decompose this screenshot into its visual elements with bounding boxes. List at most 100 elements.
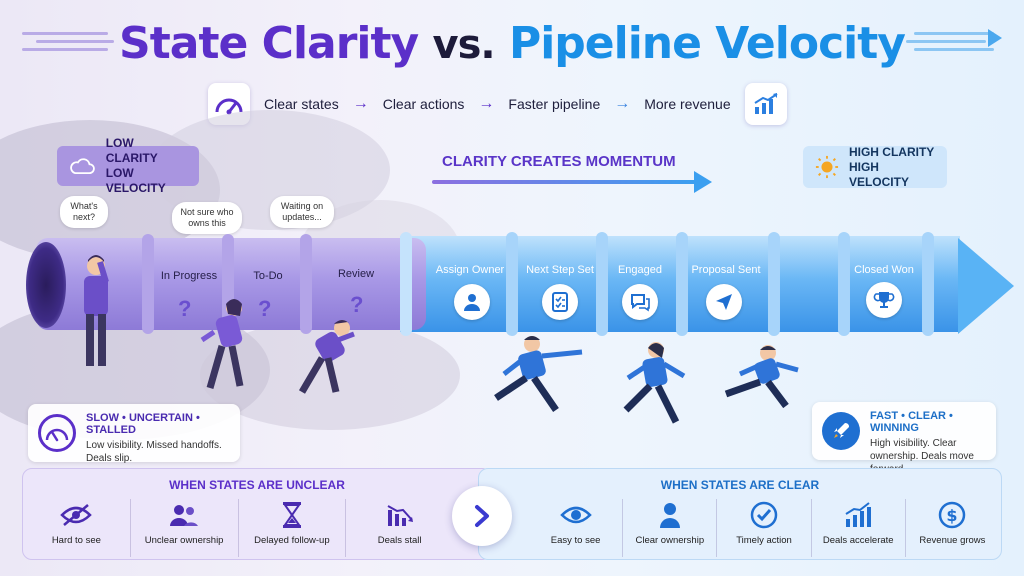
- chat-icon: [622, 284, 658, 320]
- pushing-man-illustration: [298, 320, 355, 394]
- title-part-vs: vs.: [432, 22, 496, 68]
- speed-line: [914, 32, 994, 35]
- question-mark-icon: ?: [350, 292, 364, 317]
- sun-icon: [815, 155, 839, 179]
- high-badge-line2: HIGH VELOCITY: [848, 159, 909, 189]
- pipe-stage-next-step-set: Next Step Set: [526, 264, 594, 276]
- person-icon: [658, 499, 682, 531]
- arrow-right-icon: →: [352, 95, 369, 112]
- arrow-right-icon: →: [478, 95, 495, 112]
- clear-panel-items: Easy to see Clear ownership Timely actio…: [529, 499, 999, 557]
- clear-item-label: Revenue grows: [919, 535, 986, 546]
- clear-item-easy-to-see: Easy to see: [529, 499, 624, 557]
- pipe-ring: [768, 232, 780, 336]
- speech-bubble-waiting: Waiting on updates...: [270, 196, 334, 228]
- fast-status-heading: FAST • CLEAR • WINNING: [870, 410, 953, 434]
- unclear-item-label: Delayed follow-up: [254, 535, 330, 546]
- clear-item-label: Clear ownership: [635, 535, 705, 546]
- worried-woman-illustration: [200, 299, 244, 389]
- eye-slash-icon: [60, 499, 93, 531]
- pipe-stage-review: Review: [337, 268, 375, 280]
- trophy-icon: [866, 282, 902, 318]
- question-mark-icon: ?: [258, 296, 272, 321]
- clear-panel-title: WHEN STATES ARE CLEAR: [660, 478, 820, 492]
- low-badge-line2: LOW VELOCITY: [105, 166, 166, 195]
- chevron-right-icon: [452, 486, 512, 546]
- unclear-item-label: Unclear ownership: [144, 535, 224, 546]
- question-mark-icon: ?: [178, 296, 192, 321]
- pipe-stage-in-progress: In Progress: [160, 270, 218, 282]
- slow-status-text: Low visibility. Missed handoffs. Deals s…: [86, 440, 222, 464]
- unclear-states-panel: WHEN STATES ARE UNCLEAR Hard to see Uncl…: [22, 468, 492, 560]
- pipe-ring: [676, 232, 688, 336]
- speed-line: [22, 48, 108, 51]
- speed-line: [914, 48, 994, 51]
- pipe-ring: [922, 232, 934, 336]
- clear-item-ownership: Clear ownership: [623, 499, 718, 557]
- unclear-item-label: Hard to see: [51, 535, 101, 546]
- dollar-icon: $: [937, 499, 967, 531]
- speech-bubble-not-sure: Not sure who owns this: [172, 202, 242, 234]
- arrow-right-icon: →: [614, 95, 631, 112]
- unclear-item-hard-to-see: Hard to see: [23, 499, 131, 557]
- high-clarity-badge: HIGH CLARITY HIGH VELOCITY: [803, 144, 947, 189]
- declining-chart-icon: [385, 499, 415, 531]
- unclear-item-delayed: Delayed follow-up: [239, 499, 347, 557]
- rocket-icon: [822, 412, 860, 450]
- high-badge-line1: HIGH CLARITY: [848, 144, 935, 159]
- page-title: State Clarity vs. Pipeline Velocity: [0, 18, 1024, 69]
- pipe-opening: [26, 242, 66, 328]
- hourglass-icon: [281, 499, 303, 531]
- speed-line: [22, 32, 108, 35]
- low-clarity-badge: LOW CLARITY LOW VELOCITY: [57, 136, 199, 195]
- pipe-ring: [400, 232, 412, 336]
- unclear-item-ownership: Unclear ownership: [131, 499, 239, 557]
- pipe-stage-closed-won: Closed Won: [854, 264, 914, 276]
- cloud-icon: [70, 158, 95, 175]
- pipe-stage-engaged: Engaged: [617, 264, 663, 276]
- low-badge-line1: LOW CLARITY: [105, 136, 158, 165]
- momentum-label: CLARITY CREATES MOMENTUM: [442, 153, 676, 170]
- speed-line: [36, 40, 114, 43]
- check-circle-icon: [749, 499, 779, 531]
- running-woman-illustration: [623, 342, 686, 424]
- unclear-item-deals-stall: Deals stall: [346, 499, 453, 557]
- title-part-pipeline-velocity: Pipeline Velocity: [508, 18, 906, 69]
- speed-arrow-icon: [988, 29, 1002, 47]
- flow-step-faster-pipeline: Faster pipeline: [508, 96, 601, 112]
- pipe-ring: [300, 234, 312, 334]
- pipe-ring: [506, 232, 518, 336]
- clear-item-timely-action: Timely action: [717, 499, 812, 557]
- slow-status-heading: SLOW • UNCERTAIN • STALLED: [86, 412, 200, 436]
- gauge-icon: [38, 414, 76, 452]
- people-icon: [168, 499, 200, 531]
- paper-plane-icon: [706, 284, 742, 320]
- checklist-icon: [542, 284, 578, 320]
- rising-chart-icon: [843, 499, 873, 531]
- unclear-item-label: Deals stall: [377, 535, 422, 546]
- running-man-pointing-illustration: [494, 336, 583, 412]
- flow-step-clear-states: Clear states: [264, 96, 339, 112]
- user-icon: [454, 284, 490, 320]
- clear-states-panel: WHEN STATES ARE CLEAR Easy to see Clear …: [478, 468, 1002, 560]
- clear-item-accelerate: Deals accelerate: [812, 499, 906, 557]
- pipe-ring: [596, 232, 608, 336]
- title-part-state-clarity: State Clarity: [119, 18, 419, 69]
- pipe-arrow-tip: [958, 238, 1014, 334]
- unclear-panel-items: Hard to see Unclear ownership Delayed fo…: [23, 499, 453, 557]
- pipe-ring: [838, 232, 850, 336]
- eye-icon: [559, 499, 592, 531]
- momentum-arrow-icon: [694, 171, 712, 193]
- speech-bubble-whats-next: What's next?: [60, 196, 108, 228]
- flow-bar: Clear states → Clear actions → Faster pi…: [198, 82, 838, 126]
- growth-chart-icon: [744, 83, 787, 125]
- pipe-stage-to-do: To-Do: [253, 270, 283, 282]
- fast-status-card: FAST • CLEAR • WINNING High visibility. …: [812, 402, 996, 475]
- momentum-arrow-line: [432, 180, 696, 184]
- clear-item-label: Timely action: [736, 535, 792, 546]
- flow-step-clear-actions: Clear actions: [382, 96, 465, 112]
- svg-text:$: $: [947, 506, 958, 525]
- slow-status-card: SLOW • UNCERTAIN • STALLED Low visibilit…: [28, 404, 240, 464]
- pipe-ring: [142, 234, 154, 334]
